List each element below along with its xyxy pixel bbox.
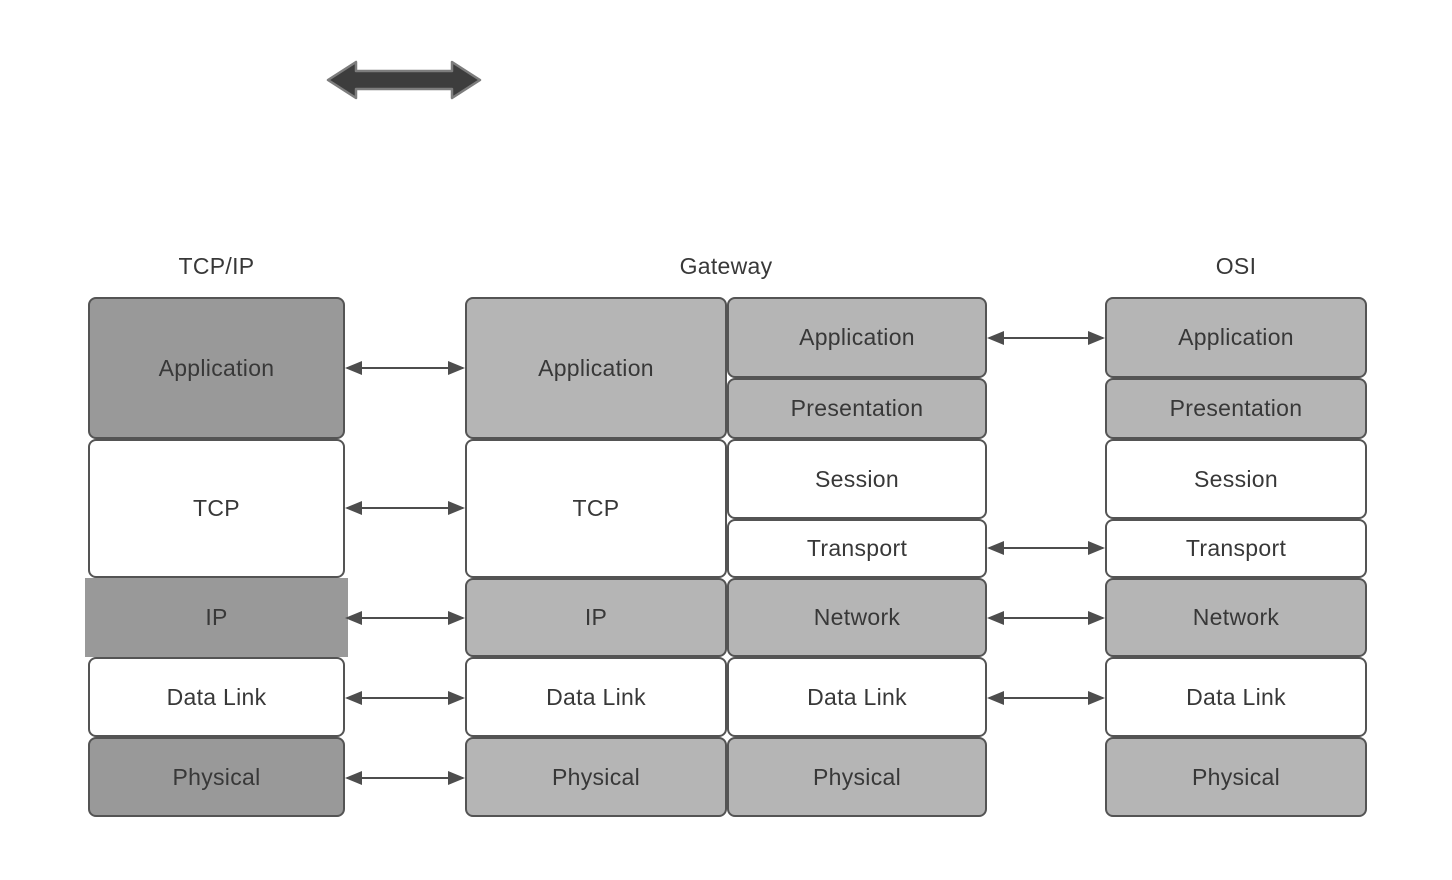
layer-box-application: Application [1105, 297, 1367, 378]
layer-box-network: Network [727, 578, 987, 657]
layer-box-network: Network [1105, 578, 1367, 657]
layer-box-transport: Transport [1105, 519, 1367, 578]
arrow-gateway-osi-network [987, 611, 1105, 625]
layer-box-data-link: Data Link [88, 657, 345, 737]
header-gateway: Gateway [679, 253, 773, 279]
layer-box-application: Application [465, 297, 727, 439]
layer-box-session: Session [1105, 439, 1367, 519]
layer-box-physical: Physical [727, 737, 987, 817]
layer-box-transport: Transport [727, 519, 987, 578]
thick-double-arrow-icon [326, 60, 482, 100]
header-tcpip: TCP/IP [178, 253, 255, 279]
layer-box-data-link: Data Link [727, 657, 987, 737]
header-osi: OSI [1215, 253, 1257, 279]
layer-box-application: Application [88, 297, 345, 439]
arrow-tcpip-gateway-data-link [345, 691, 465, 705]
layer-box-data-link: Data Link [1105, 657, 1367, 737]
stack-gateway-osi-side: Application Presentation Session Transpo… [727, 297, 987, 817]
arrow-gateway-osi-transport [987, 541, 1105, 555]
layer-box-tcp: TCP [465, 439, 727, 578]
layer-box-presentation: Presentation [727, 378, 987, 439]
layer-box-session: Session [727, 439, 987, 519]
layer-box-ip: IP [465, 578, 727, 657]
layer-box-physical: Physical [465, 737, 727, 817]
layer-box-physical: Physical [88, 737, 345, 817]
layer-box-ip: IP [85, 578, 348, 657]
layer-box-data-link: Data Link [465, 657, 727, 737]
layer-box-tcp: TCP [88, 439, 345, 578]
stack-osi: Application Presentation Session Transpo… [1105, 297, 1367, 817]
stack-tcpip: Application TCP IP Data Link Physical [85, 297, 348, 817]
layer-box-presentation: Presentation [1105, 378, 1367, 439]
stack-gateway-tcpip-side: Application TCP IP Data Link Physical [465, 297, 727, 817]
layer-box-application: Application [727, 297, 987, 378]
arrow-tcpip-gateway-tcp [345, 501, 465, 515]
arrow-tcpip-gateway-application [345, 361, 465, 375]
layer-box-physical: Physical [1105, 737, 1367, 817]
arrow-tcpip-gateway-physical [345, 771, 465, 785]
arrow-tcpip-gateway-ip [345, 611, 465, 625]
arrow-gateway-osi-application [987, 331, 1105, 345]
arrow-gateway-osi-data-link [987, 691, 1105, 705]
